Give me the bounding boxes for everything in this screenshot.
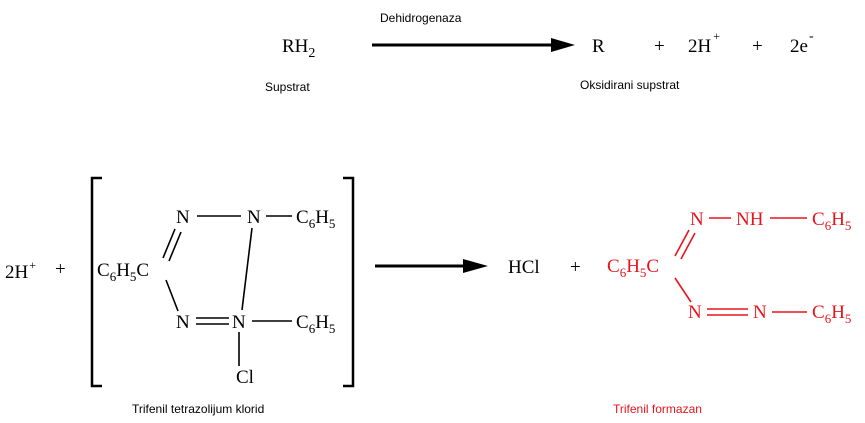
- protons: 2H+: [688, 29, 720, 57]
- hcl-product: HCl: [508, 257, 540, 278]
- plus-sign: +: [55, 259, 66, 280]
- electrons: 2e-: [790, 29, 814, 57]
- reaction-1-arrow-head: [551, 38, 575, 52]
- bond-c-n-lower: [674, 277, 692, 303]
- atom-n2: N: [247, 207, 261, 228]
- right-bracket: [343, 176, 355, 388]
- product-label: Trifenil formazan: [613, 402, 702, 416]
- substrate-formula: RH2: [282, 36, 315, 61]
- formazan-structure: N NH C6H5 C6H5C N N C6H5: [607, 209, 851, 326]
- plus-sign: +: [654, 36, 665, 57]
- phenyl-group: C6H5C: [607, 256, 659, 280]
- product-label: Oksidirani supstrat: [580, 78, 680, 92]
- tetrazolium-bonds: [162, 215, 292, 366]
- plus-sign: +: [570, 257, 581, 278]
- bond-c-n: [674, 229, 690, 257]
- atom-n: N: [690, 209, 704, 230]
- atom-n1: N: [176, 207, 190, 228]
- formazan-bonds: [674, 217, 807, 316]
- substrate-label: Supstrat: [265, 80, 310, 94]
- reactant-protons: 2H+: [5, 258, 36, 283]
- bond-c-n1-double: [168, 231, 182, 262]
- reaction-2: 2H+ + N N C6H5 C6H5C N N C6H5 Cl HC: [5, 176, 851, 416]
- product-r: R: [592, 36, 605, 57]
- atom-n: N: [688, 302, 702, 323]
- atom-cl: Cl: [236, 367, 254, 388]
- atom-n: N: [753, 302, 767, 323]
- enzyme-label: Dehidrogenaza: [380, 11, 462, 25]
- atom-nh: NH: [736, 209, 764, 230]
- atom-n3: N: [176, 312, 190, 333]
- plus-sign: +: [752, 36, 763, 57]
- phenyl-group: C6H5: [812, 302, 851, 326]
- bond-c-n3: [165, 279, 179, 312]
- phenyl-group: C6H5: [812, 209, 851, 233]
- reaction-1: RH2 Supstrat Dehidrogenaza R + 2H+ + 2e-…: [265, 11, 814, 94]
- phenyl-group: C6H5C: [97, 260, 149, 284]
- phenyl-group: C6H5: [296, 207, 335, 231]
- atom-n4: N: [232, 312, 246, 333]
- bond-c-n-double: [680, 232, 696, 260]
- left-bracket: [90, 176, 102, 388]
- bond-c-n1: [162, 228, 176, 259]
- phenyl-group: C6H5: [296, 312, 335, 336]
- reaction-2-arrow-head: [463, 259, 488, 273]
- bond-n2-n4: [241, 227, 253, 311]
- reactant-label: Trifenil tetrazolijum klorid: [132, 402, 264, 416]
